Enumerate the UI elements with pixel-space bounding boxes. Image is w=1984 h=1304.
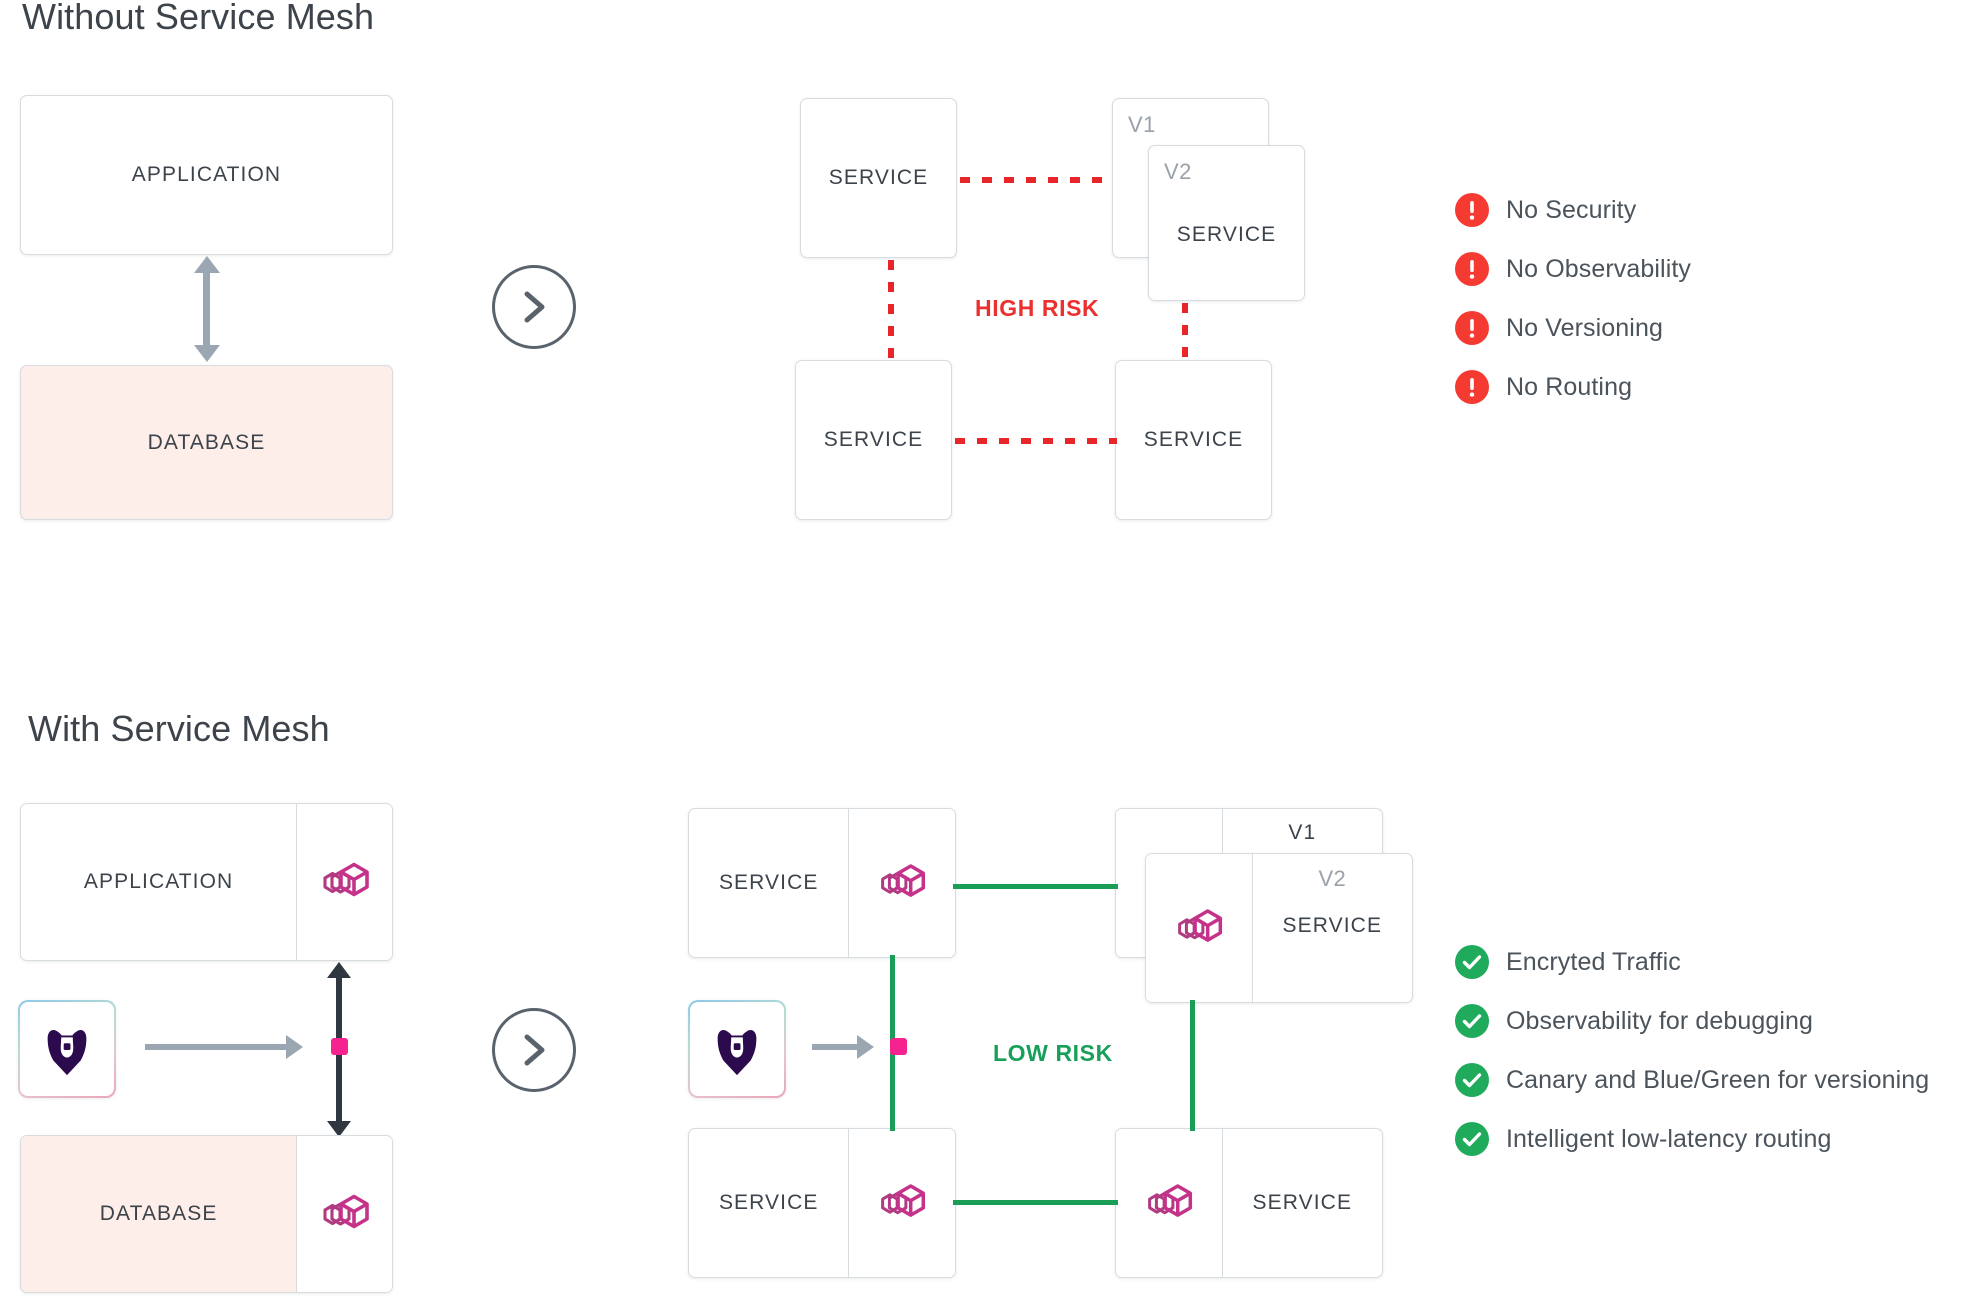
chevron-right-icon [524,291,545,323]
mesh-app-db-arrow-head-up [327,962,351,978]
without-service-mesh-title: Without Service Mesh [22,0,375,37]
v2-sidecar-cell [1146,854,1253,1002]
service-label: SERVICE [718,871,819,894]
alert-exclamation-icon [1455,311,1489,345]
with-service-mesh-title: With Service Mesh [28,708,330,749]
legend-without-service-mesh: No Security No Observability No Versioni… [1455,193,1691,404]
check-circle-icon [1455,1122,1489,1156]
legend-label: No Versioning [1506,313,1663,342]
mesh-connector-top-horizontal [953,884,1118,889]
version-label-v1: V1 [1128,112,1156,137]
legend-with-service-mesh: Encryted Traffic Observability for debug… [1455,945,1929,1156]
mesh-node-dot-left [331,1038,348,1055]
connector-left-vertical [888,260,894,358]
service-label: SERVICE [828,166,929,189]
legend-item: Intelligent low-latency routing [1455,1122,1929,1156]
app-db-arrow-head-up [194,256,220,273]
mesh-connector-bottom-horizontal [953,1200,1118,1205]
high-risk-label: HIGH RISK [975,295,1100,321]
mesh-node-dot-center [890,1038,907,1055]
buoyant-bear-logo [717,1029,757,1076]
legend-label: Encryted Traffic [1506,947,1681,976]
service-sidecar-cell [848,809,955,957]
with-application-label: APPLICATION [83,870,234,893]
legend-label: No Routing [1506,372,1633,401]
alert-exclamation-icon [1455,252,1489,286]
low-risk-label: LOW RISK [993,1040,1113,1066]
linkerd-sidecar-icon [1177,909,1222,942]
legend-label: Intelligent low-latency routing [1506,1124,1832,1153]
connector-right-vertical [1182,303,1188,359]
linkerd-sidecar-icon [1147,1184,1192,1217]
legend-label: No Security [1506,195,1637,224]
without-service-bottom-left: SERVICE [795,360,952,520]
with-database-box: DATABASE [20,1135,393,1293]
without-application-label: APPLICATION [131,163,282,186]
linkerd-sidecar-icon [323,1194,369,1229]
chevron-right-icon [524,1034,545,1066]
linkerd-sidecar-icon [323,862,369,897]
mesh-logo-arrow-head [857,1035,874,1059]
without-database-label: DATABASE [147,430,266,454]
check-circle-icon [1455,1004,1489,1038]
without-application-box: APPLICATION [20,95,393,255]
service-label: SERVICE [718,1191,819,1214]
app-db-arrow-head-down [194,345,220,362]
legend-item: Encryted Traffic [1455,945,1929,979]
app-db-arrow-shaft [203,270,210,348]
with-service-bottom-right: SERVICE [1115,1128,1383,1278]
connector-bottom-horizontal [955,438,1117,444]
without-service-top-left: SERVICE [800,98,957,258]
legend-item: No Versioning [1455,311,1691,345]
service-label: SERVICE [1176,223,1277,247]
with-application-box: APPLICATION [20,803,393,961]
mesh-app-db-arrow-head-down [327,1121,351,1137]
version-label-v2: V2 [1318,866,1347,891]
application-sidecar-cell [296,804,392,960]
legend-item: No Routing [1455,370,1691,404]
alert-exclamation-icon [1455,193,1489,227]
with-chevron-button[interactable] [492,1008,576,1092]
with-service-top-left: SERVICE [688,808,956,958]
service-label: SERVICE [1252,1191,1353,1214]
alert-exclamation-icon [1455,370,1489,404]
check-circle-icon [1455,945,1489,979]
without-service-bottom-right: SERVICE [1115,360,1272,520]
with-service-bottom-left: SERVICE [688,1128,956,1278]
legend-item: No Security [1455,193,1691,227]
with-database-label: DATABASE [21,1136,297,1292]
buoyant-logo-box-left [18,1000,116,1098]
logo-to-node-arrow-head [286,1035,303,1059]
service-label: SERVICE [823,428,924,451]
logo-to-node-arrow-shaft [145,1044,289,1050]
legend-label: Observability for debugging [1506,1006,1814,1035]
service-sidecar-cell [1116,1129,1223,1277]
v2-content: V2 SERVICE [1253,854,1412,1002]
connector-top-horizontal [960,177,1112,183]
legend-label: No Observability [1506,254,1691,283]
with-service-top-right-v2: V2 SERVICE [1145,853,1413,1003]
linkerd-sidecar-icon [881,864,926,897]
service-label: SERVICE [1282,914,1383,937]
version-label-v1: V1 [1288,821,1317,844]
version-label-v2: V2 [1164,159,1192,184]
database-sidecar-cell [296,1136,392,1292]
without-service-top-right-v2: V2 SERVICE [1148,145,1305,301]
legend-item: Canary and Blue/Green for versioning [1455,1063,1929,1097]
service-sidecar-cell [848,1129,955,1277]
mesh-connector-right-vertical [1190,1000,1195,1131]
linkerd-sidecar-icon [881,1184,926,1217]
legend-item: No Observability [1455,252,1691,286]
without-chevron-button[interactable] [492,265,576,349]
legend-item: Observability for debugging [1455,1004,1929,1038]
without-database-box: DATABASE [20,365,393,520]
service-label: SERVICE [1143,428,1244,451]
check-circle-icon [1455,1063,1489,1097]
buoyant-logo-box-mesh [688,1000,786,1098]
legend-label: Canary and Blue/Green for versioning [1506,1065,1930,1094]
buoyant-bear-logo [47,1029,87,1076]
mesh-logo-arrow-shaft [812,1044,860,1050]
